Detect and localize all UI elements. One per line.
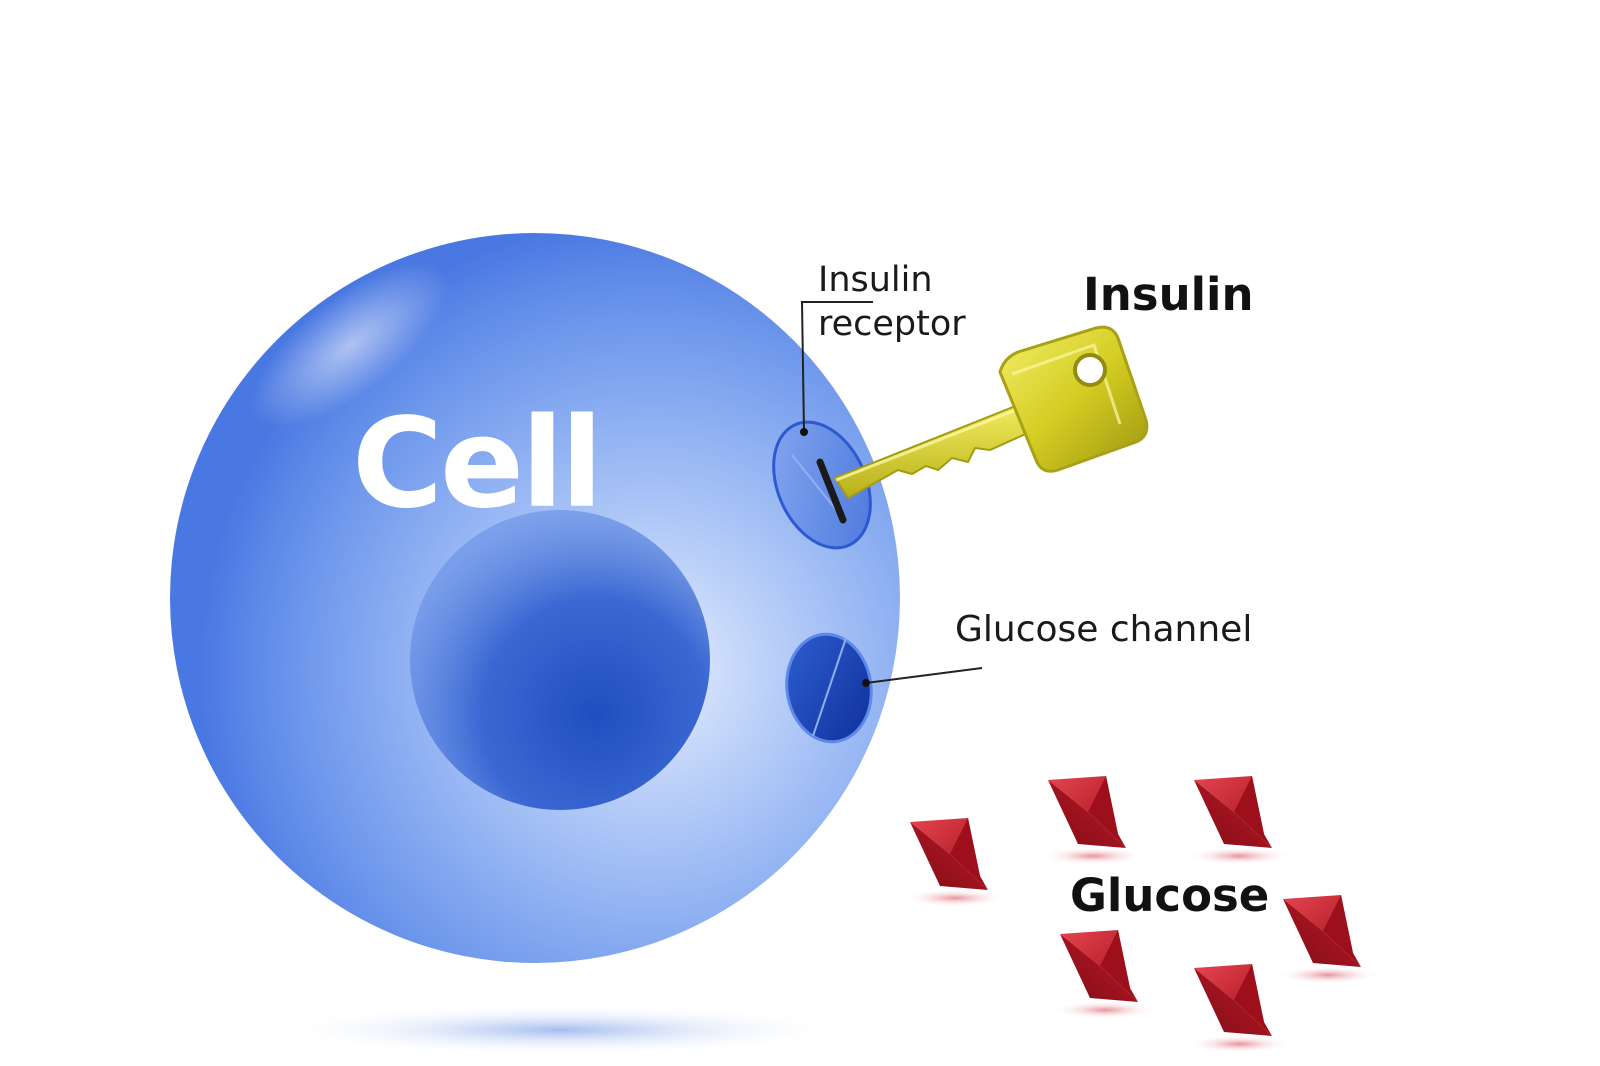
insulin-receptor <box>772 420 872 550</box>
cell-highlight <box>250 262 450 428</box>
glucose-molecule-icon <box>1276 895 1380 984</box>
glucose-molecules <box>903 776 1380 1053</box>
glucose-molecule-icon <box>1187 964 1291 1053</box>
channel-leader-dot <box>862 679 870 687</box>
cell-label: Cell <box>352 392 603 536</box>
glucose-molecule-icon <box>1187 776 1291 865</box>
receptor-leader-dot <box>800 428 808 436</box>
cell <box>170 233 900 963</box>
channel-leader-line <box>865 667 983 684</box>
key-icon <box>833 325 1149 500</box>
insulin-receptor-label-line2: receptor <box>818 304 966 344</box>
glucose-molecule-icon <box>1041 776 1145 865</box>
receptor-leader-line <box>800 301 873 433</box>
receptor-slot <box>816 458 847 524</box>
nucleus <box>410 510 710 810</box>
glucose-molecule-icon <box>903 818 1007 907</box>
insulin-receptor-label: Insulin receptor <box>818 258 966 346</box>
insulin-label: Insulin <box>1083 268 1254 321</box>
cell-shadow <box>270 1004 850 1056</box>
glucose-channel-label: Glucose channel <box>955 609 1253 650</box>
glucose-label: Glucose <box>1070 869 1270 922</box>
insulin-receptor-label-line1: Insulin <box>818 260 933 300</box>
glucose-molecule-icon <box>1053 930 1157 1019</box>
